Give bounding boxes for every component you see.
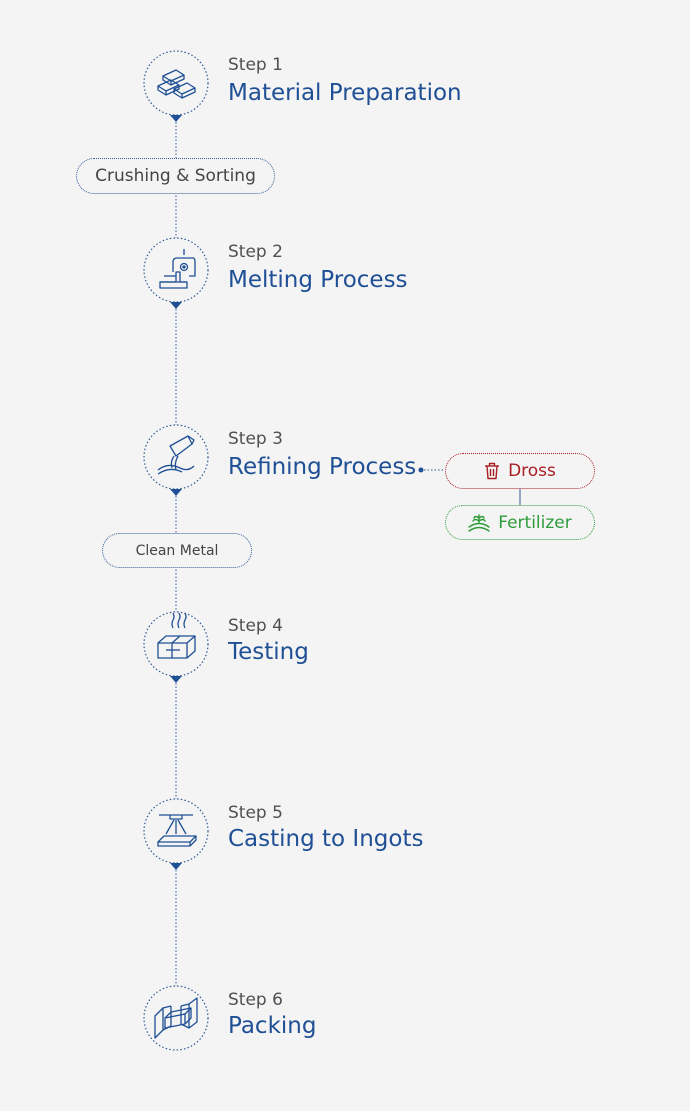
trash-icon bbox=[485, 462, 500, 480]
step-5-label: Step 5 bbox=[228, 803, 283, 823]
connector-clean-metal: Clean Metal bbox=[102, 533, 252, 568]
step-6-label: Step 6 bbox=[228, 990, 283, 1010]
step-3-title: Refining Process bbox=[228, 454, 417, 480]
arrow-down-icon bbox=[170, 676, 182, 683]
step-3-circle bbox=[143, 424, 209, 490]
step-6-circle bbox=[143, 985, 209, 1051]
furnace-icon bbox=[159, 249, 196, 289]
arrow-down-icon bbox=[170, 302, 182, 309]
arrow-down-icon bbox=[170, 489, 182, 496]
branch-fertilizer-label: Fertilizer bbox=[498, 512, 572, 533]
step-1-title: Material Preparation bbox=[228, 80, 462, 106]
branch-dross-label: Dross bbox=[508, 461, 556, 481]
arrow-down-icon bbox=[170, 115, 182, 122]
branch-dot bbox=[418, 467, 424, 473]
step-2-circle bbox=[143, 237, 209, 303]
connector-crushing-sorting: Crushing & Sorting bbox=[76, 158, 275, 194]
branch-dross: Dross bbox=[445, 453, 595, 489]
step-4-label: Step 4 bbox=[228, 616, 283, 636]
step-2-title: Melting Process bbox=[228, 267, 408, 293]
connector-label: Clean Metal bbox=[135, 542, 219, 559]
packing-box-icon bbox=[154, 997, 198, 1039]
branch-fertilizer: Fertilizer bbox=[445, 505, 595, 540]
step-6-title: Packing bbox=[228, 1013, 317, 1039]
step-5-title: Casting to Ingots bbox=[228, 826, 424, 852]
connector-label: Crushing & Sorting bbox=[95, 166, 256, 186]
step-4-circle bbox=[143, 611, 209, 677]
casting-mold-icon bbox=[157, 814, 197, 847]
step-4-title: Testing bbox=[228, 639, 309, 665]
step-2-label: Step 2 bbox=[228, 242, 283, 262]
pouring-ladle-icon bbox=[157, 435, 195, 475]
ingot-stack-icon bbox=[157, 69, 196, 99]
arrow-down-icon bbox=[170, 863, 182, 870]
step-1-label: Step 1 bbox=[228, 55, 283, 75]
step-3-label: Step 3 bbox=[228, 429, 283, 449]
plant-icon bbox=[468, 513, 490, 532]
heated-block-icon bbox=[157, 612, 196, 659]
